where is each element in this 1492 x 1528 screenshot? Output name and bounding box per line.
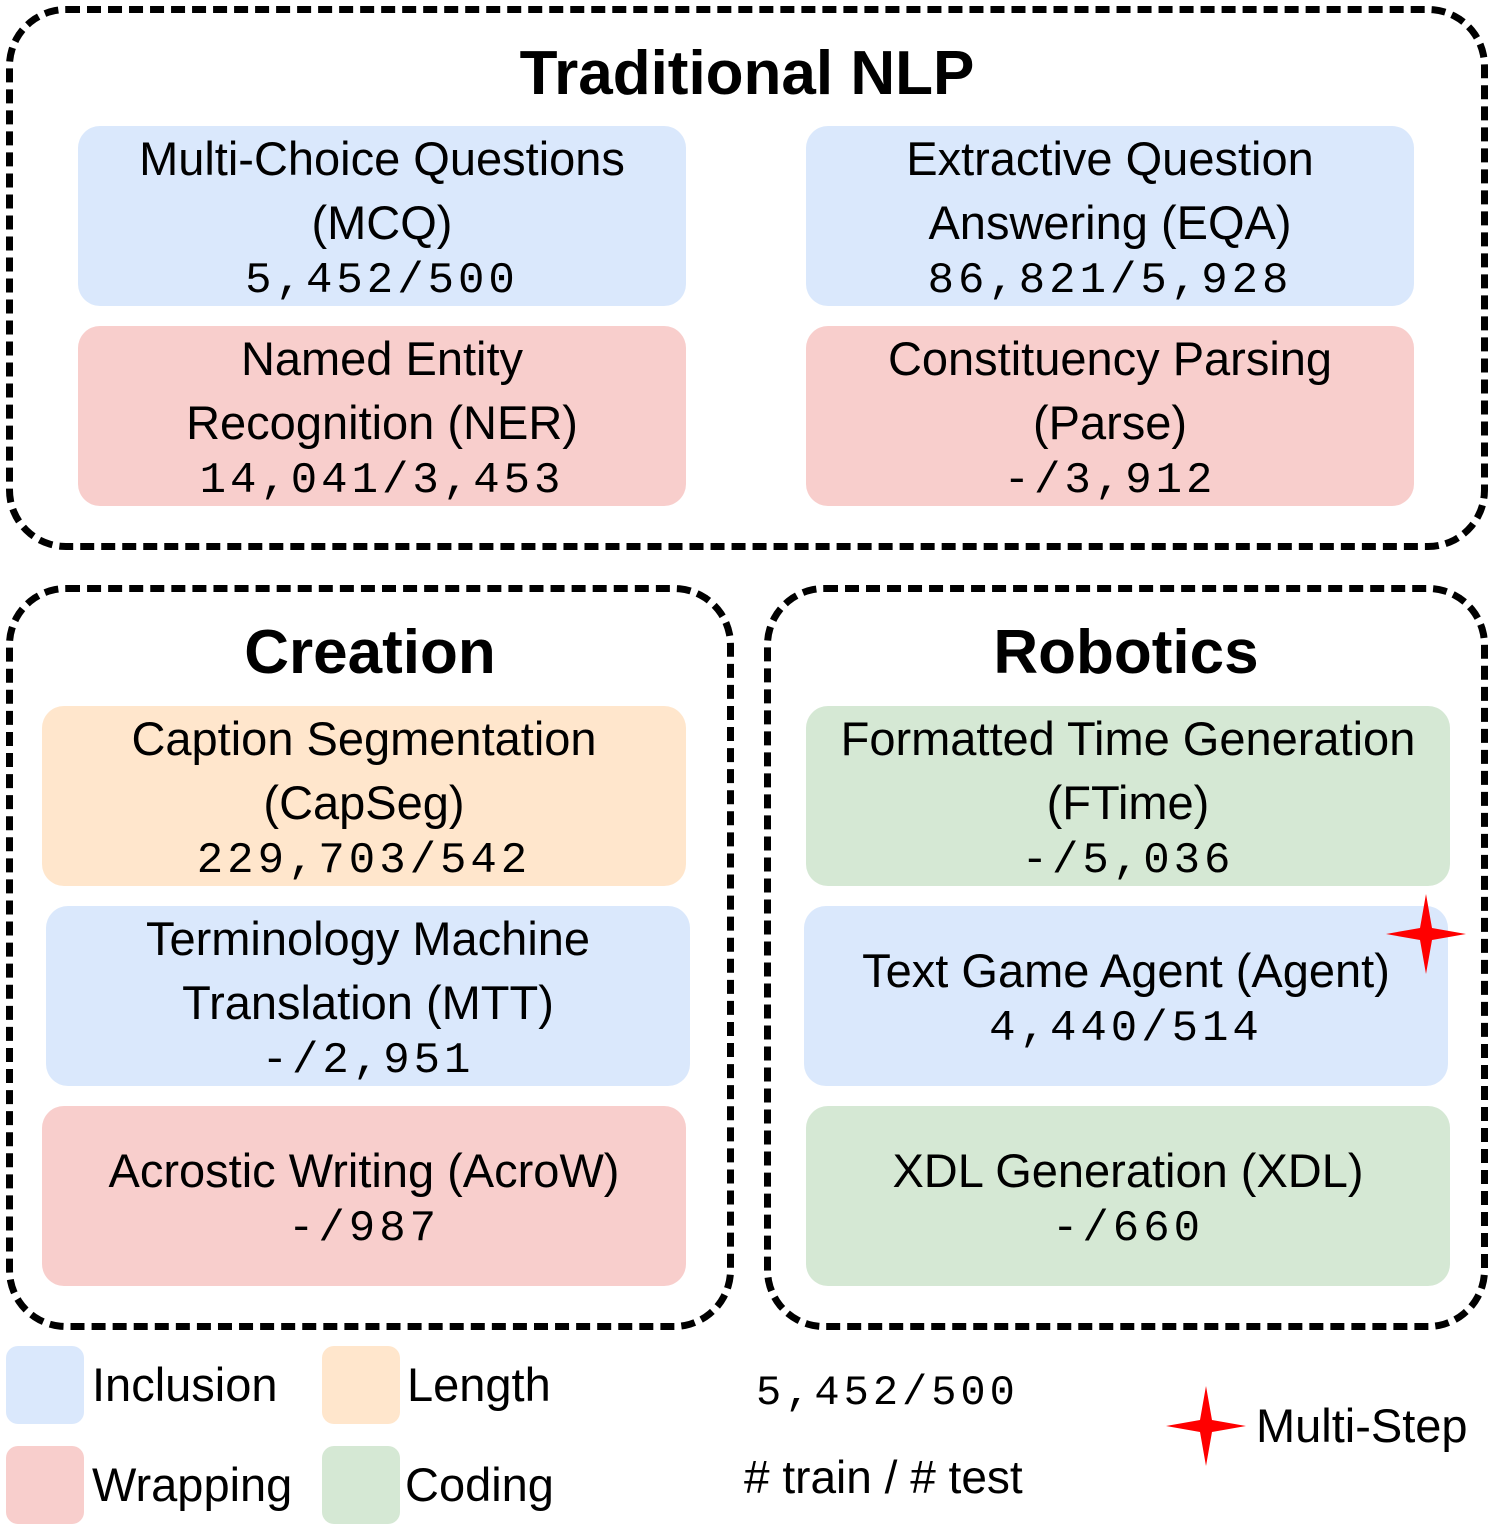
task-count: -/660 (1051, 1204, 1205, 1254)
legend-label-multi-step: Multi-Step (1256, 1399, 1468, 1452)
task-mtt: Terminology Machine Translation (MTT) -/… (46, 906, 690, 1086)
legend-swatch-length (322, 1346, 400, 1424)
legend-star-icon (1166, 1386, 1246, 1466)
group-traditional-nlp: Traditional NLP (6, 6, 1488, 550)
legend-label-length: Length (407, 1358, 551, 1411)
task-name: Acrostic Writing (AcroW) (108, 1144, 620, 1197)
task-acrow: Acrostic Writing (AcroW) -/987 (42, 1106, 686, 1286)
legend-example-count: 5,452/500 (756, 1369, 1019, 1417)
task-name: Formatted Time Generation (FTime) (840, 712, 1416, 829)
task-count: 4,440/514 (989, 1004, 1263, 1054)
task-capseg: Caption Segmentation (CapSeg) 229,703/54… (42, 706, 686, 886)
task-name: Text Game Agent (Agent) (862, 944, 1390, 997)
task-count: 86,821/5,928 (927, 256, 1293, 306)
task-ner: Named Entity Recognition (NER) 14,041/3,… (78, 326, 686, 506)
task-name: Named Entity Recognition (NER) (186, 332, 578, 449)
legend-label-wrapping: Wrapping (92, 1458, 293, 1511)
task-count: -/987 (287, 1204, 441, 1254)
task-count: 5,452/500 (245, 256, 519, 306)
task-parse: Constituency Parsing (Parse) -/3,912 (806, 326, 1414, 506)
task-ftime: Formatted Time Generation (FTime) -/5,03… (806, 706, 1450, 886)
task-xdl: XDL Generation (XDL) -/660 (806, 1106, 1450, 1286)
task-name: Constituency Parsing (Parse) (887, 332, 1333, 449)
task-count: -/5,036 (1021, 836, 1235, 886)
task-name: Multi-Choice Questions (MCQ) (139, 132, 625, 249)
task-count: -/3,912 (1003, 456, 1217, 506)
task-count: 14,041/3,453 (199, 456, 565, 506)
legend-swatch-wrapping (6, 1446, 84, 1524)
legend-swatch-inclusion (6, 1346, 84, 1424)
group-title: Robotics (993, 618, 1259, 687)
task-name: XDL Generation (XDL) (892, 1144, 1364, 1197)
task-name: Terminology Machine Translation (MTT) (145, 912, 591, 1029)
group-title: Creation (244, 618, 496, 687)
legend-label-inclusion: Inclusion (92, 1358, 278, 1411)
group-robotics: Robotics (764, 585, 1488, 1330)
legend-count-caption: # train / # test (744, 1451, 1023, 1503)
task-eqa: Extractive Question Answering (EQA) 86,8… (806, 126, 1414, 306)
task-count: 229,703/542 (196, 836, 532, 886)
task-count: -/2,951 (261, 1036, 475, 1086)
group-creation: Creation (6, 585, 734, 1330)
task-name: Caption Segmentation (CapSeg) (131, 712, 597, 829)
multi-step-star-icon (1386, 894, 1466, 974)
task-mcq: Multi-Choice Questions (MCQ) 5,452/500 (78, 126, 686, 306)
task-name: Extractive Question Answering (EQA) (906, 132, 1314, 249)
group-title: Traditional NLP (519, 39, 975, 108)
legend-swatch-coding (322, 1446, 400, 1524)
task-agent: Text Game Agent (Agent) 4,440/514 (804, 906, 1448, 1086)
legend-label-coding: Coding (405, 1458, 554, 1511)
